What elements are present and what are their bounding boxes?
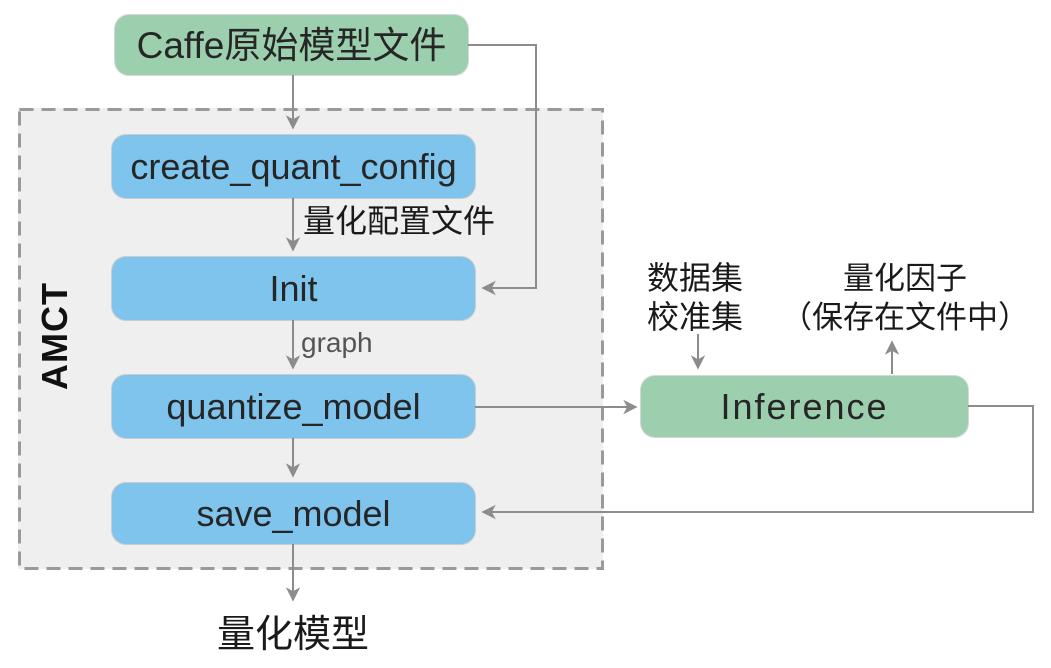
- node-inference: Inference: [641, 376, 968, 437]
- amct-group-label: AMCT: [34, 282, 75, 390]
- node-init-label: Init: [269, 267, 318, 309]
- node-create-quant-config: create_quant_config: [112, 135, 475, 198]
- node-save-model-label: save_model: [196, 492, 391, 534]
- node-caffe-original-model: Caffe原始模型文件: [115, 15, 468, 75]
- node-init: Init: [112, 257, 475, 320]
- node-caffe-label: Caffe原始模型文件: [136, 24, 447, 66]
- amct-group-dashed-border: [18, 108, 604, 570]
- node-save-model: save_model: [112, 483, 475, 544]
- node-quantize-model-label: quantize_model: [166, 385, 421, 427]
- label-dataset-calibration: 数据集 校准集: [615, 259, 775, 337]
- label-quant-config-file: 量化配置文件: [303, 203, 496, 239]
- label-quant-factor-line1: 量化因子: [843, 261, 967, 296]
- edge-inference-to-save-arrow: [481, 405, 1034, 520]
- node-quantize-model: quantize_model: [112, 375, 475, 438]
- edge-caffe-to-init-arrow: [468, 44, 537, 296]
- node-inference-label: Inference: [720, 385, 889, 427]
- label-quant-factor: 量化因子 （保存在文件中）: [772, 259, 1038, 337]
- label-dataset-line1: 数据集: [646, 260, 743, 296]
- label-quantized-model-output: 量化模型: [216, 614, 369, 656]
- label-dataset-line2: 校准集: [646, 299, 743, 335]
- label-quant-factor-line2: （保存在文件中）: [781, 300, 1029, 335]
- label-graph: graph: [301, 327, 373, 358]
- node-create-quant-config-label: create_quant_config: [130, 145, 457, 187]
